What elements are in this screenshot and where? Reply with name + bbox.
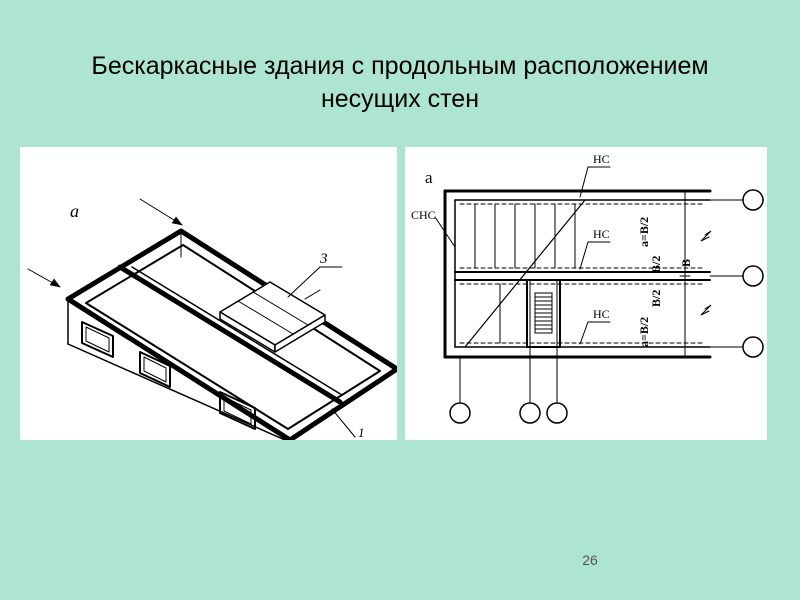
axis-bubble-right-3 (742, 336, 764, 358)
axis-bubble-right-1 (742, 189, 764, 211)
label-nc-mid: НС (593, 227, 610, 241)
label-snc: СНС (411, 208, 436, 222)
label-3: 3 (319, 251, 328, 267)
plan-view-drawing: а СНС НС НС НС a=B/2 B/2 B B/2 a=B/2 (411, 152, 764, 424)
axis-bubble-bottom-3 (546, 402, 568, 424)
label-a-left: а (70, 201, 79, 221)
axis-bubble-bottom-2 (519, 402, 541, 424)
axis-bubble-right-2 (742, 265, 764, 287)
label-1: 1 (358, 425, 365, 440)
stair-well (526, 279, 561, 348)
window-1 (81, 321, 114, 358)
plan-view-figure: а СНС НС НС НС a=B/2 B/2 B B/2 a=B/2 (405, 147, 767, 440)
slide-title: Бескаркасные здания с продольным располо… (40, 50, 760, 116)
dim-b2-top: B/2 (649, 256, 663, 273)
slide-title-line-1: Бескаркасные здания с продольным располо… (91, 52, 709, 80)
dim-a-bot: a=B/2 (637, 317, 651, 347)
dim-b: B (679, 259, 693, 267)
window-2 (139, 351, 171, 388)
slide-title-line-2: несущих стен (320, 85, 480, 113)
label-nc-bot: НС (593, 307, 610, 321)
dim-a-top: a=B/2 (637, 217, 651, 247)
outer-wall-top (65, 228, 397, 440)
axis-bubble-bottom-1 (449, 402, 471, 424)
page-number: 26 (582, 552, 598, 568)
isometric-building-drawing: а 3 1 (27, 198, 397, 440)
dim-b2-bot: B/2 (649, 290, 663, 307)
label-nc-top: НС (593, 152, 610, 166)
isometric-building-figure: а 3 1 (20, 147, 397, 440)
inner-wall-top (85, 244, 381, 430)
label-a-right: а (425, 168, 433, 187)
window-3 (219, 391, 256, 430)
middle-wall (117, 264, 343, 405)
